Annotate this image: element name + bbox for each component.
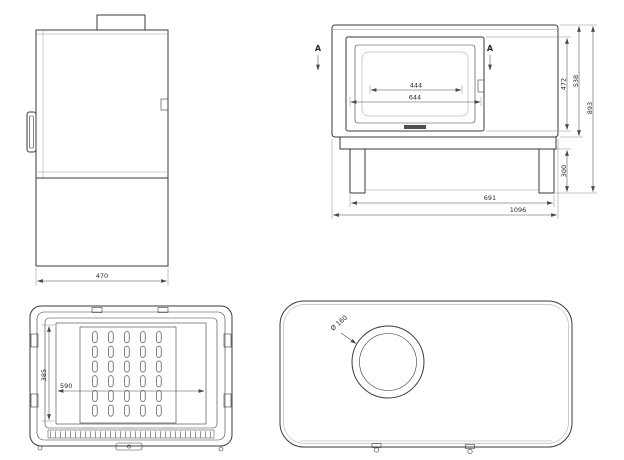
dim-firebox-height-label: 385 [40,369,48,381]
side-dimensions: 470 [35,268,169,286]
dim-door-width-label: 644 [409,94,421,102]
dim-total-width-label: 1096 [510,206,527,214]
flue-opening-outer [351,325,425,399]
hinge-pins-top [371,443,475,454]
door-latch-side [160,98,169,111]
firebox-view: 385 590 [29,305,233,452]
flue-opening-inner [359,333,417,391]
firebox-frame [36,311,226,441]
top-plate [279,300,573,448]
front-view: A A 444 644 472 [315,24,597,219]
dim-stand-width-label: 691 [484,194,496,202]
section-marker-right: A [487,44,494,71]
dim-flue-diameter-label: Ø 160 [329,314,349,333]
corner-pin-right [218,446,224,452]
back-panel [79,326,177,424]
section-label-left: A [315,44,322,53]
top-view: Ø 160 [279,300,573,454]
section-label-right: A [487,44,494,53]
corner-pin-left [37,445,43,451]
section-marker-left: A [315,44,322,71]
dim-door-height-label: 472 [560,78,568,90]
air-vent [404,125,426,129]
ash-grate [47,429,215,439]
door-handle [26,111,37,153]
top-plate-inner-edge [283,304,569,444]
dim-firebox-width-label: 590 [60,382,72,390]
stove-body-front [331,24,559,138]
firebox-dimensions: 385 590 [40,324,205,422]
door-glass [361,51,469,117]
firebox-opening [55,322,207,425]
door-glass-frame [354,44,476,124]
dim-depth-label: 470 [96,272,108,280]
hinges [30,333,232,408]
door-leaf [44,317,218,429]
firebox-outer-body [29,305,233,447]
top-tabs [91,307,169,313]
side-view: 470 [26,14,169,286]
dim-body-height-label: 538 [572,75,580,87]
door-latch-front [477,79,485,93]
air-slots [87,330,167,419]
handle-outer [26,111,37,153]
flue-collar-side [96,14,146,31]
right-leg [538,148,555,194]
base-cabinet-side [35,177,169,267]
flue-diameter-callout: Ø 160 [329,314,357,344]
left-leg [349,148,366,194]
dim-glass-width-label: 444 [410,82,422,90]
dim-total-height-label: 893 [586,102,594,114]
base-plinth [339,136,557,150]
front-dimensions: 444 644 472 538 893 300 [331,24,597,219]
bottom-latch [115,442,143,451]
handle-inner [29,115,34,149]
dim-stand-height-label: 300 [560,165,568,177]
stove-body-side [35,29,169,179]
